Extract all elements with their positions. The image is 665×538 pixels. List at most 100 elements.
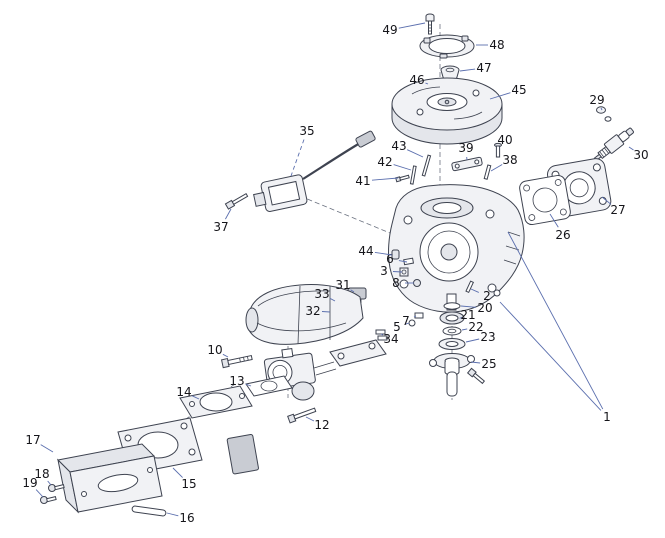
part-crankcase [388,184,525,313]
leader-line-18 [47,480,52,486]
part-label-8: 8 [392,276,400,290]
leader-line-17 [40,444,54,453]
part-label-49: 49 [382,23,397,37]
part-label-26: 26 [555,228,570,242]
part-label-34: 34 [383,332,398,346]
part-oil-seal-23 [438,338,466,350]
leader-line-43 [407,149,424,158]
part-label-13: 13 [229,374,244,388]
part-label-1: 1 [603,410,611,424]
part-label-30: 30 [633,148,648,162]
leader-line-42 [393,164,412,171]
leader-line-27 [601,196,612,205]
part-output-shaft [446,371,458,397]
part-label-7: 7 [402,314,410,328]
leader-line-5 [405,322,410,325]
leader-line-6 [398,260,408,263]
part-label-23: 23 [480,330,495,344]
leader-line-1 [499,301,602,411]
part-label-6: 6 [386,252,394,266]
leader-line-45 [489,92,511,100]
part-label-27: 27 [610,203,625,217]
leader-line-32 [321,311,331,313]
leader-line-46 [425,82,429,85]
part-stud-2 [465,280,475,294]
part-label-21: 21 [460,308,475,322]
part-label-19: 19 [22,476,37,490]
part-screw-18 [48,484,65,492]
leader-line-47 [459,68,476,72]
part-label-12: 12 [314,418,329,432]
leader-line-14 [192,395,200,400]
spark-plug-boot [355,130,376,148]
part-label-31: 31 [335,278,350,292]
leader-line-31 [350,289,355,293]
part-label-46: 46 [409,73,424,87]
part-spark-plug [593,127,634,162]
leader-line-34 [380,333,384,336]
leader-line-2 [470,288,479,293]
leader-line-20 [460,305,477,308]
part-carb-gasket [245,375,293,397]
part-bearing-21 [439,311,465,325]
leader-line-25 [470,361,481,364]
part-label-2: 2 [483,289,491,303]
part-label-41: 41 [355,174,370,188]
leader-line-1 [507,231,604,410]
leader-line-22 [461,328,468,331]
part-pin-16 [131,505,167,517]
part-label-48: 48 [489,38,504,52]
leader-line-19 [35,489,44,498]
part-label-15: 15 [181,477,196,491]
leader-line-41 [371,177,399,181]
leader-line-26 [549,213,559,228]
part-terminal-nut [596,106,612,122]
part-clip-34 [375,329,388,341]
part-label-20: 20 [477,301,492,315]
part-starter-cup [440,65,460,81]
leader-line-10 [222,353,229,358]
part-washer-20 [443,302,461,310]
part-label-39: 39 [458,141,473,155]
part-label-22: 22 [468,320,483,334]
part-seal-housing-25 [429,353,475,376]
part-label-32: 32 [305,304,320,318]
leader-line-29 [600,107,603,111]
part-label-14: 14 [176,385,191,399]
part-label-29: 29 [589,93,604,107]
leader-line-33 [329,297,336,302]
part-key-44 [391,249,400,260]
part-bolt-25 [466,367,486,385]
part-bolt-12 [287,407,317,424]
part-label-16: 16 [179,511,194,525]
part-label-45: 45 [511,83,526,97]
part-bolt-coil [224,193,249,210]
leader-line-23 [465,338,480,343]
part-label-33: 33 [314,287,329,301]
leader-line-37 [225,208,232,220]
part-label-10: 10 [207,343,222,357]
part-label-43: 43 [391,139,406,153]
part-label-25: 25 [481,357,496,371]
leader-line-21 [459,316,464,319]
callout-layer: 1235678101213141516171819202122232526272… [22,22,649,525]
part-6 [403,257,415,266]
part-ignition-coil [253,130,376,213]
part-cover-gasket [519,174,571,226]
leader-line-49 [398,22,426,29]
part-label-37: 37 [213,220,228,234]
part-air-cleaner-cover [56,443,163,514]
part-label-38: 38 [502,153,517,167]
leader-line-3 [392,271,403,273]
part-5 [408,319,416,327]
leader-line-13 [245,383,252,387]
crankshaft-nose [446,293,457,311]
part-top-studs [395,142,502,185]
part-label-5: 5 [393,320,401,334]
coil-lead-wire [302,142,361,180]
part-bolt-10 [220,354,253,369]
part-intake-manifold [329,339,387,367]
part-fan-shroud [245,284,364,345]
